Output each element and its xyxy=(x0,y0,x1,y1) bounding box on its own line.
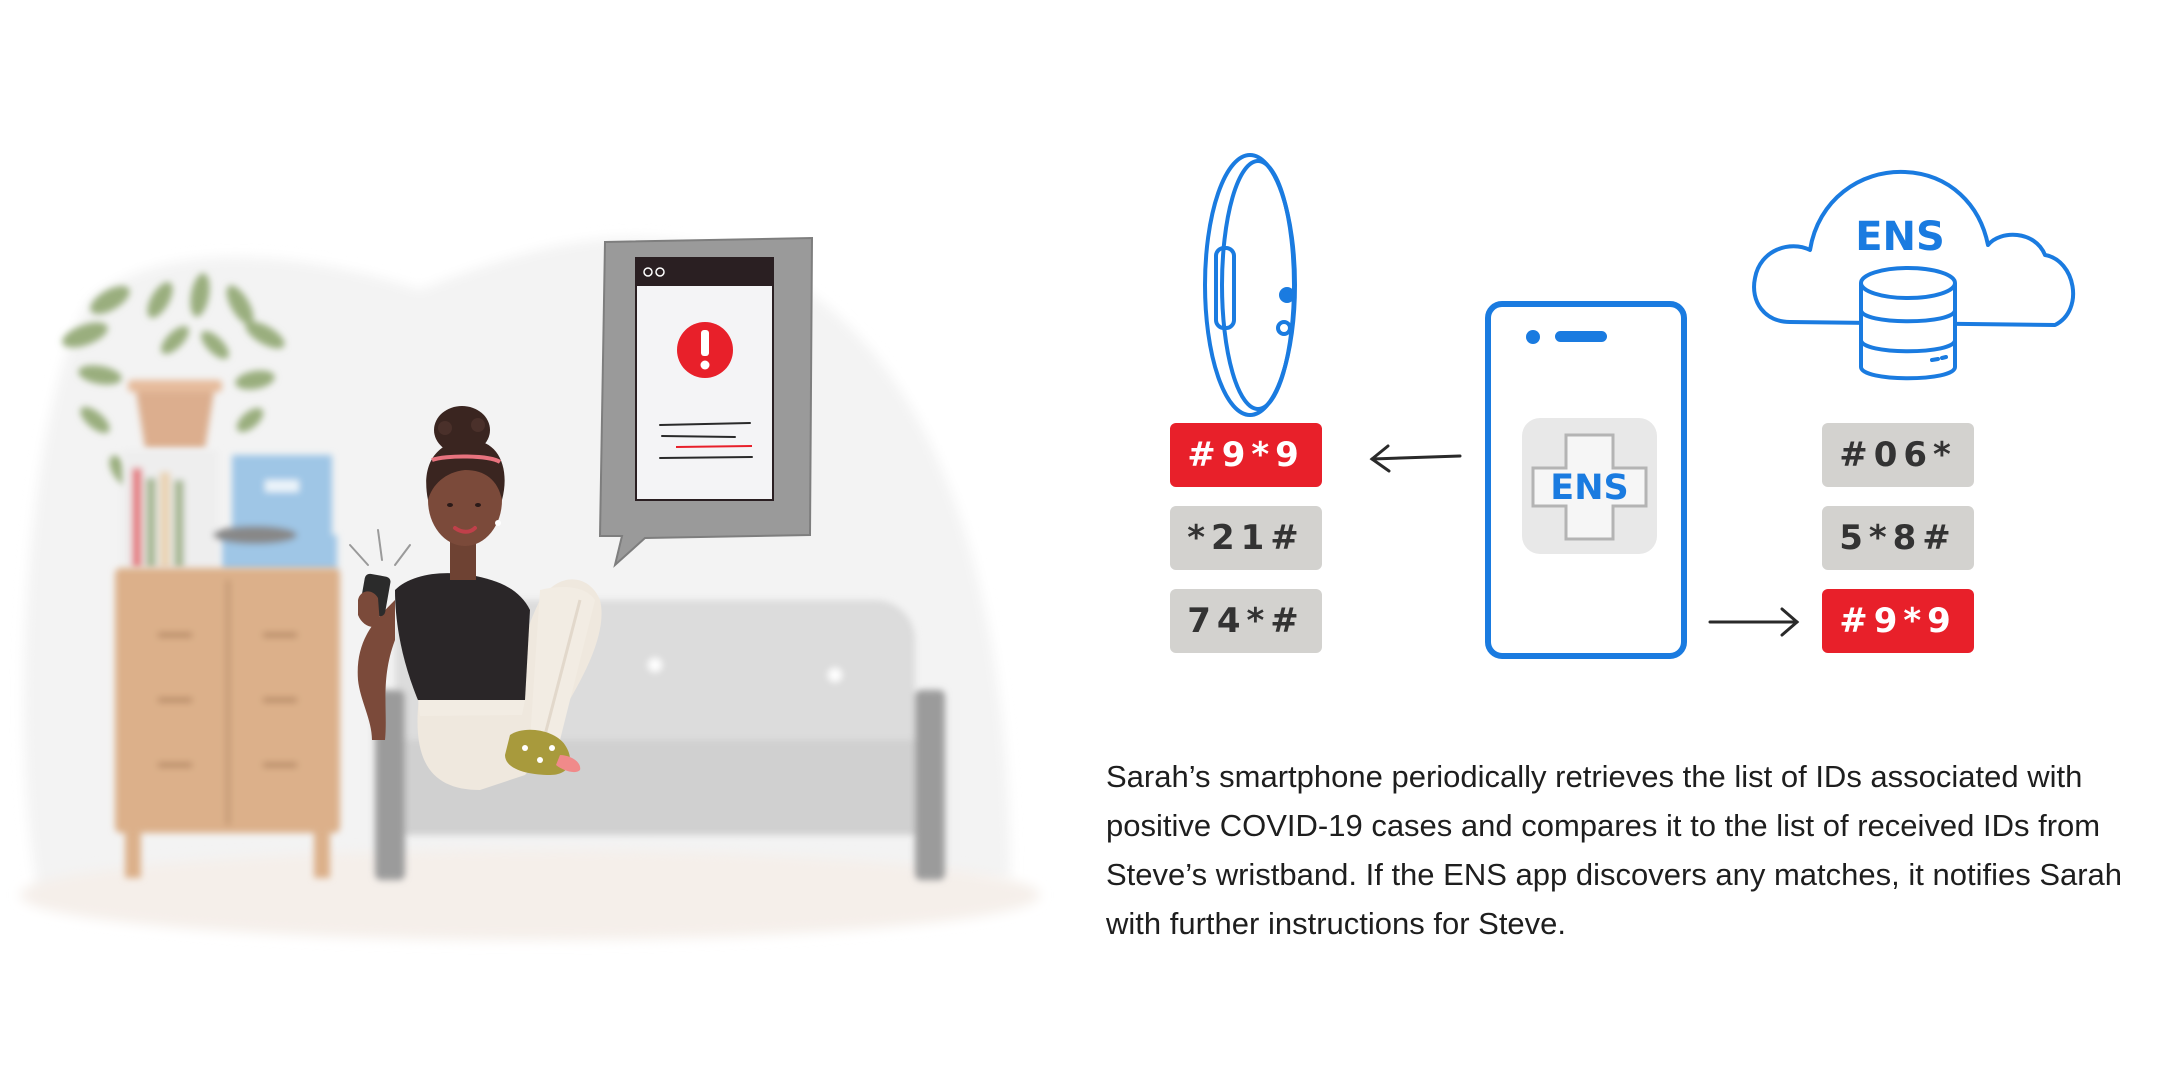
shelf-books xyxy=(122,450,337,570)
exclamation-icon xyxy=(677,322,733,378)
living-room-illustration xyxy=(20,236,1040,940)
exposure-notification-diagram: ENS ENS xyxy=(1203,153,2075,659)
ens-app-icon: ENS xyxy=(1522,418,1657,554)
wristband-id: 74*# xyxy=(1170,589,1322,653)
database-icon xyxy=(1859,266,1957,381)
server-id: #06* xyxy=(1822,423,1974,487)
cloud-icon: ENS xyxy=(1752,169,2075,327)
alert-speech-bubble xyxy=(598,236,814,568)
potted-plant xyxy=(62,273,285,485)
server-id-match: #9*9 xyxy=(1822,589,1974,653)
wristband-id-match: #9*9 xyxy=(1170,423,1322,487)
wristband-id: *21# xyxy=(1170,506,1322,570)
server-id: 5*8# xyxy=(1822,506,1974,570)
dresser xyxy=(115,568,340,878)
cloud-label: ENS xyxy=(1855,214,1945,260)
ens-app-label: ENS xyxy=(1550,468,1628,508)
woman-with-phone xyxy=(349,406,602,790)
wristband-icon xyxy=(1203,153,1297,417)
diagram-caption: Sarah’s smartphone periodically retrieve… xyxy=(1106,759,2123,941)
arrow-phone-to-server xyxy=(1708,607,1800,637)
arrow-phone-to-wristband xyxy=(1369,444,1462,473)
